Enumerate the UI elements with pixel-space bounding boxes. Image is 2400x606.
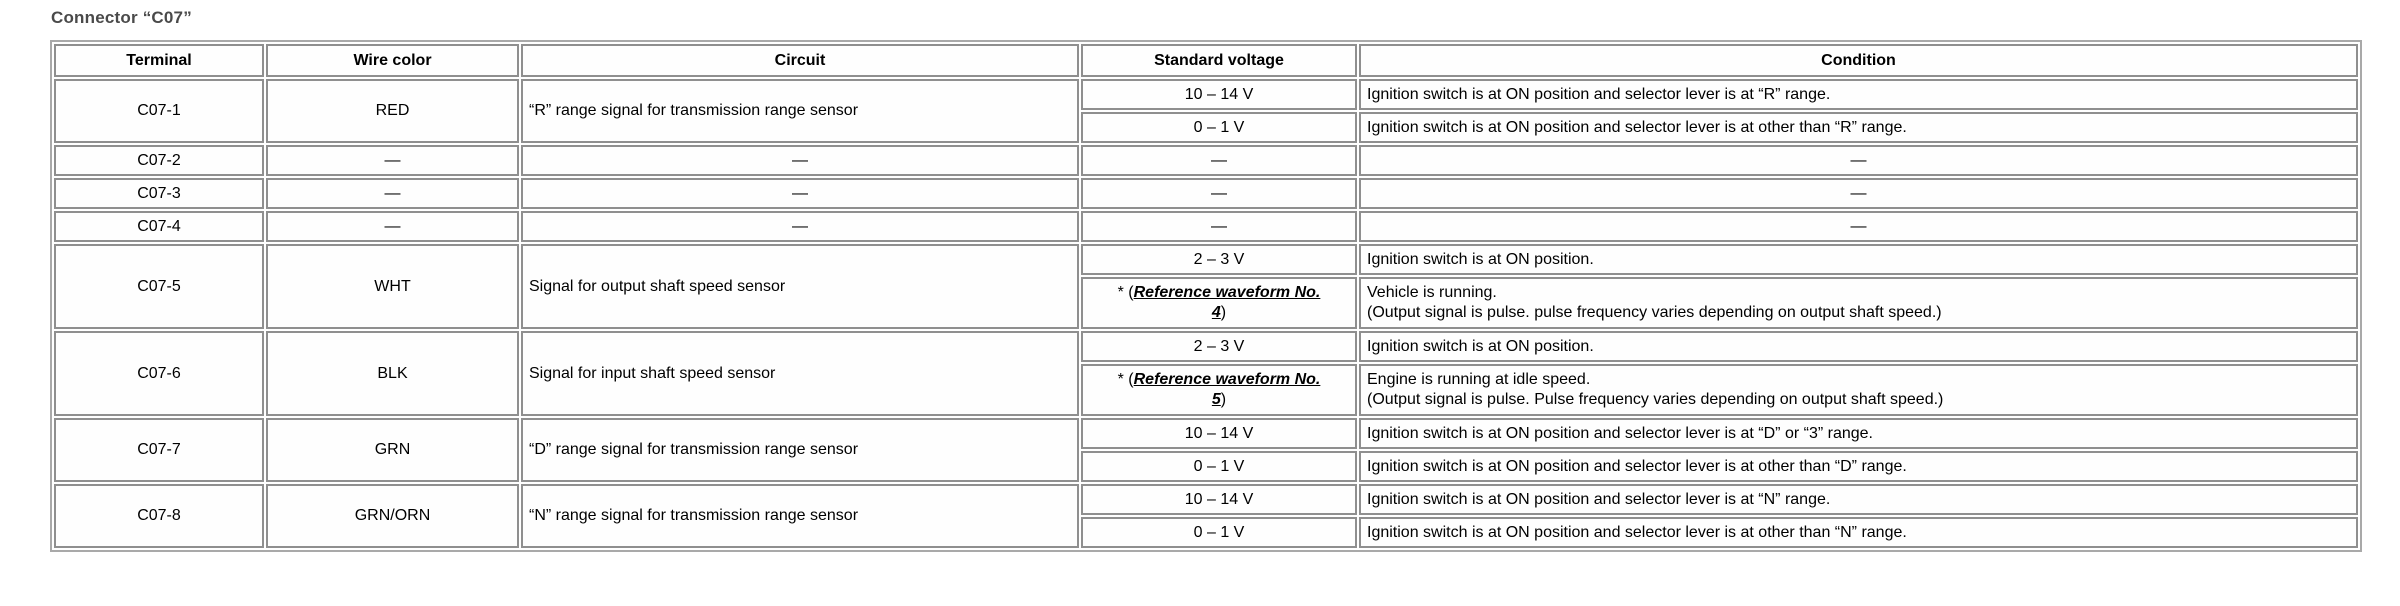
- connector-pin-table: Terminal Wire color Circuit Standard vol…: [50, 40, 2362, 552]
- waveform-link[interactable]: Reference waveform No.: [1133, 284, 1321, 301]
- voltage-cell: —: [1081, 178, 1357, 209]
- condition-line: (Output signal is pulse. Pulse frequency…: [1367, 391, 1944, 408]
- terminal-cell: C07-4: [54, 211, 264, 242]
- voltage-cell: —: [1081, 145, 1357, 176]
- table-row: * (Reference waveform No. 5) Engine is ru…: [54, 364, 2358, 416]
- ref-prefix: * (: [1117, 371, 1134, 388]
- condition-line: Engine is running at idle speed.: [1367, 371, 1591, 388]
- ref-prefix: * (: [1117, 284, 1134, 301]
- table-row: C07-2 — — — —: [54, 145, 2358, 176]
- condition-cell: Ignition switch is at ON position.: [1359, 331, 2358, 362]
- waveform-link[interactable]: 5: [1211, 391, 1221, 408]
- header-wire-color: Wire color: [266, 44, 519, 77]
- wire-color-cell: RED: [266, 79, 519, 143]
- table-row: C07-1 RED “R” range signal for transmiss…: [54, 79, 2358, 143]
- table-row: 0 – 1 V Ignition switch is at ON positio…: [54, 112, 2358, 143]
- condition-cell: —: [1359, 178, 2358, 209]
- table-row: C07-8 GRN/ORN “N” range signal for trans…: [54, 484, 2358, 548]
- page-title: Connector “C07”: [51, 8, 192, 27]
- table-row: C07-7 GRN “D” range signal for transmiss…: [54, 418, 2358, 482]
- condition-cell: Vehicle is running. (Output signal is pu…: [1359, 277, 2358, 329]
- circuit-cell: Signal for output shaft speed sensor: [521, 244, 1079, 329]
- ref-suffix: ): [1220, 391, 1227, 408]
- voltage-cell: 2 – 3 V: [1081, 244, 1357, 275]
- circuit-cell: —: [521, 211, 1079, 242]
- condition-cell: Ignition switch is at ON position and se…: [1359, 79, 2358, 110]
- wire-color-cell: GRN/ORN: [266, 484, 519, 548]
- circuit-cell: “D” range signal for transmission range …: [521, 418, 1079, 482]
- condition-cell: Ignition switch is at ON position and se…: [1359, 484, 2358, 515]
- table-row: 0 – 1 V Ignition switch is at ON positio…: [54, 451, 2358, 482]
- condition-cell: —: [1359, 211, 2358, 242]
- circuit-cell: “R” range signal for transmission range …: [521, 79, 1079, 143]
- waveform-link[interactable]: 4: [1211, 304, 1221, 321]
- table-row: 0 – 1 V Ignition switch is at ON positio…: [54, 517, 2358, 548]
- table-row: C07-4 — — — —: [54, 211, 2358, 242]
- voltage-cell: 10 – 14 V: [1081, 418, 1357, 449]
- voltage-cell: * (Reference waveform No. 5): [1081, 364, 1357, 416]
- condition-cell: Ignition switch is at ON position.: [1359, 244, 2358, 275]
- voltage-cell: 0 – 1 V: [1081, 112, 1357, 143]
- voltage-cell: 0 – 1 V: [1081, 517, 1357, 548]
- voltage-cell: 10 – 14 V: [1081, 79, 1357, 110]
- circuit-cell: “N” range signal for transmission range …: [521, 484, 1079, 548]
- wire-color-cell: WHT: [266, 244, 519, 329]
- terminal-cell: C07-2: [54, 145, 264, 176]
- terminal-cell: C07-6: [54, 331, 264, 416]
- header-terminal: Terminal: [54, 44, 264, 77]
- circuit-cell: —: [521, 178, 1079, 209]
- table-header-row: Terminal Wire color Circuit Standard vol…: [54, 44, 2358, 77]
- wire-color-cell: GRN: [266, 418, 519, 482]
- terminal-cell: C07-3: [54, 178, 264, 209]
- wire-color-cell: —: [266, 178, 519, 209]
- condition-line: Vehicle is running.: [1367, 284, 1497, 301]
- wire-color-cell: —: [266, 211, 519, 242]
- voltage-cell: * (Reference waveform No. 4): [1081, 277, 1357, 329]
- condition-cell: Engine is running at idle speed. (Output…: [1359, 364, 2358, 416]
- terminal-cell: C07-8: [54, 484, 264, 548]
- ref-suffix: ): [1220, 304, 1227, 321]
- terminal-cell: C07-1: [54, 79, 264, 143]
- wire-color-cell: BLK: [266, 331, 519, 416]
- table-row: C07-5 WHT Signal for output shaft speed …: [54, 244, 2358, 329]
- condition-cell: Ignition switch is at ON position and se…: [1359, 451, 2358, 482]
- condition-cell: Ignition switch is at ON position and se…: [1359, 517, 2358, 548]
- table-row: * (Reference waveform No. 4) Vehicle is r…: [54, 277, 2358, 329]
- voltage-cell: —: [1081, 211, 1357, 242]
- voltage-cell: 0 – 1 V: [1081, 451, 1357, 482]
- terminal-cell: C07-7: [54, 418, 264, 482]
- circuit-cell: Signal for input shaft speed sensor: [521, 331, 1079, 416]
- table-row: C07-3 — — — —: [54, 178, 2358, 209]
- table-row: C07-6 BLK Signal for input shaft speed s…: [54, 331, 2358, 416]
- wire-color-cell: —: [266, 145, 519, 176]
- voltage-cell: 2 – 3 V: [1081, 331, 1357, 362]
- header-condition: Condition: [1359, 44, 2358, 77]
- condition-cell: Ignition switch is at ON position and se…: [1359, 418, 2358, 449]
- condition-cell: —: [1359, 145, 2358, 176]
- terminal-cell: C07-5: [54, 244, 264, 329]
- header-circuit: Circuit: [521, 44, 1079, 77]
- condition-line: (Output signal is pulse. pulse frequency…: [1367, 304, 1942, 321]
- voltage-cell: 10 – 14 V: [1081, 484, 1357, 515]
- waveform-link[interactable]: Reference waveform No.: [1133, 371, 1321, 388]
- condition-cell: Ignition switch is at ON position and se…: [1359, 112, 2358, 143]
- circuit-cell: —: [521, 145, 1079, 176]
- header-standard-voltage: Standard voltage: [1081, 44, 1357, 77]
